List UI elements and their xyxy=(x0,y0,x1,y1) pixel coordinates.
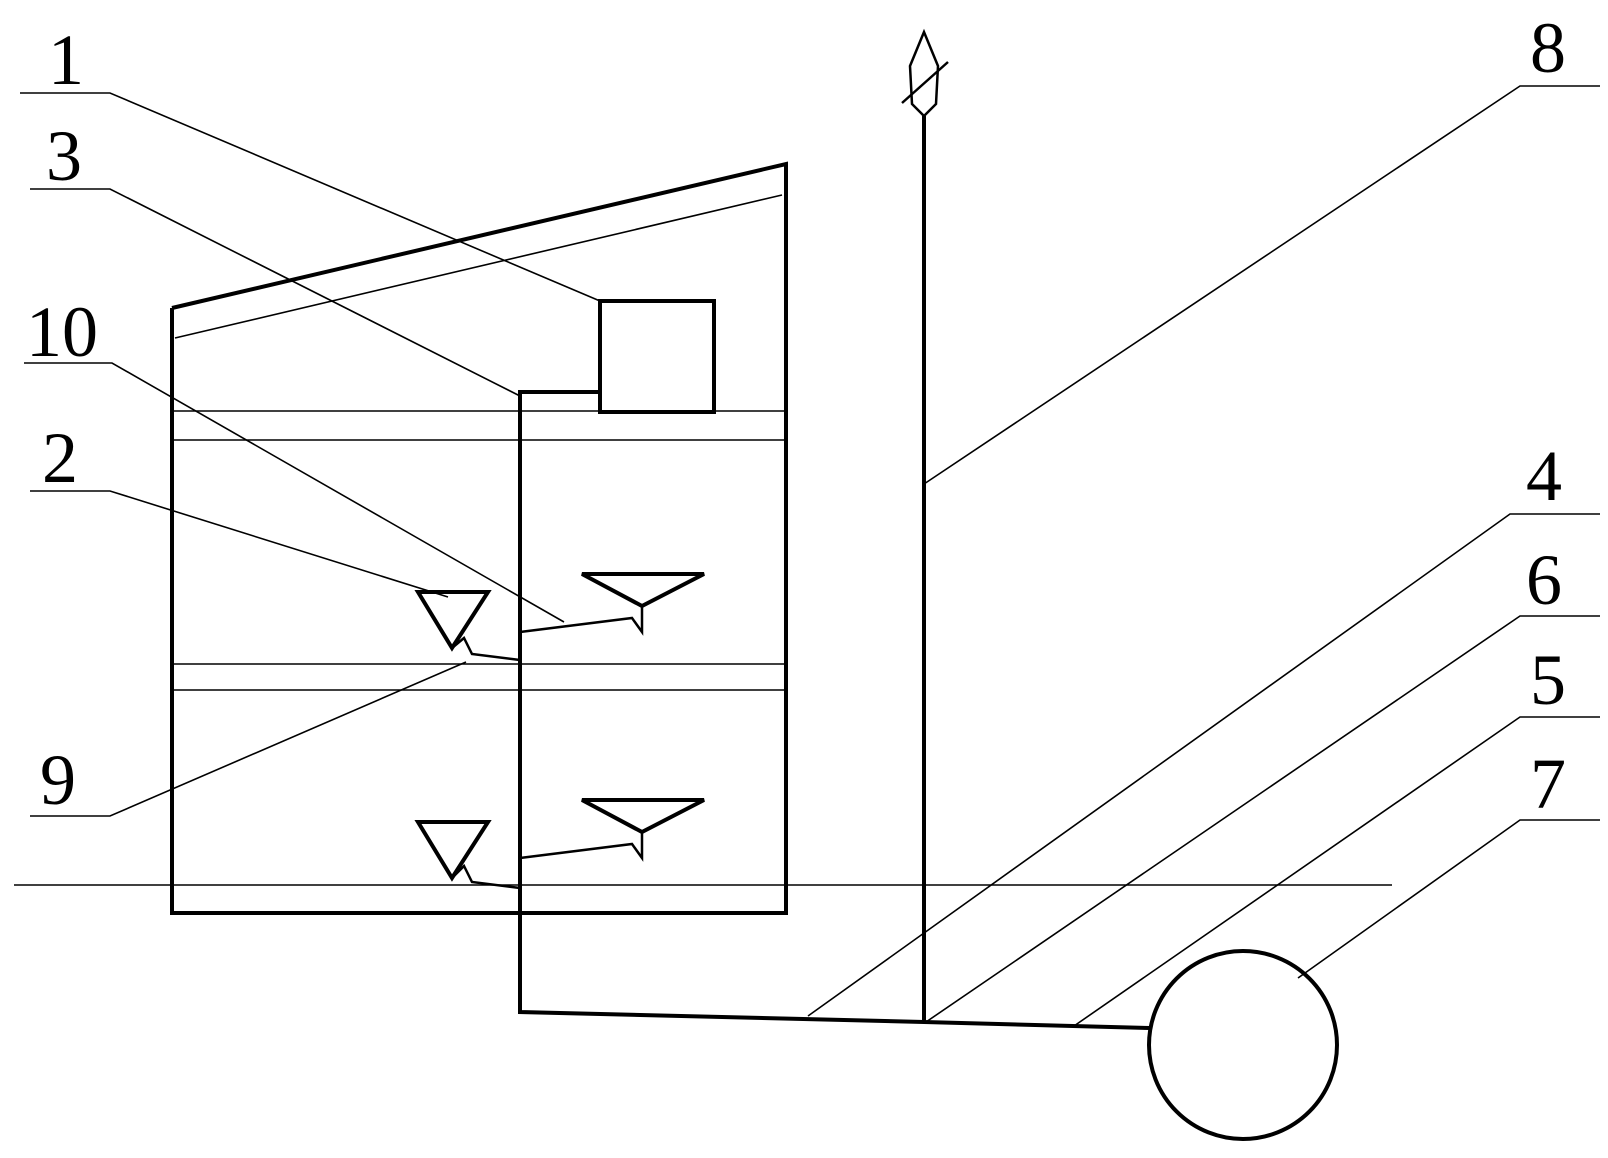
leader-7 xyxy=(1297,819,1600,979)
leader-lines xyxy=(20,85,1600,1027)
label-2: 2 xyxy=(42,418,78,498)
leader-6 xyxy=(925,615,1600,1023)
vertical-rod xyxy=(901,28,949,1022)
nozzle-upper-right-lead xyxy=(519,606,644,636)
tank-outline xyxy=(170,161,788,915)
leader-4 xyxy=(807,513,1600,1017)
nozzle-lower-left-lead xyxy=(451,863,521,890)
label-5: 5 xyxy=(1530,640,1566,720)
label-10: 10 xyxy=(26,292,98,372)
nozzle-upper-right xyxy=(581,572,705,609)
nozzle-lower-right xyxy=(581,798,705,835)
leader-9 xyxy=(30,661,467,817)
leader-5 xyxy=(1073,716,1600,1027)
nozzle-upper-left xyxy=(414,590,492,652)
leader-2 xyxy=(30,490,449,598)
tank xyxy=(170,161,788,915)
box-component xyxy=(598,299,716,414)
nozzle-upper-left-lead xyxy=(451,636,521,662)
leader-8 xyxy=(923,85,1600,485)
leader-10 xyxy=(24,362,565,623)
tank-roof-inner-line xyxy=(174,194,783,339)
leader-1 xyxy=(20,92,601,302)
label-6: 6 xyxy=(1526,540,1562,620)
label-9: 9 xyxy=(40,740,76,820)
label-3: 3 xyxy=(46,116,82,196)
label-7: 7 xyxy=(1530,744,1566,824)
label-4: 4 xyxy=(1526,436,1562,516)
nozzle-lower-left xyxy=(414,820,492,882)
wheel xyxy=(1147,949,1339,1141)
nozzles xyxy=(414,572,705,890)
part-labels: 1 3 10 2 9 8 4 6 5 7 xyxy=(26,8,1566,824)
leader-3 xyxy=(30,188,521,397)
nozzle-lower-right-lead xyxy=(519,832,644,862)
label-8: 8 xyxy=(1530,8,1566,88)
label-1: 1 xyxy=(48,20,84,100)
rod-arrowhead-icon xyxy=(908,28,940,118)
pipe xyxy=(518,390,1151,1030)
rod-arrowhead-slash xyxy=(901,61,949,104)
